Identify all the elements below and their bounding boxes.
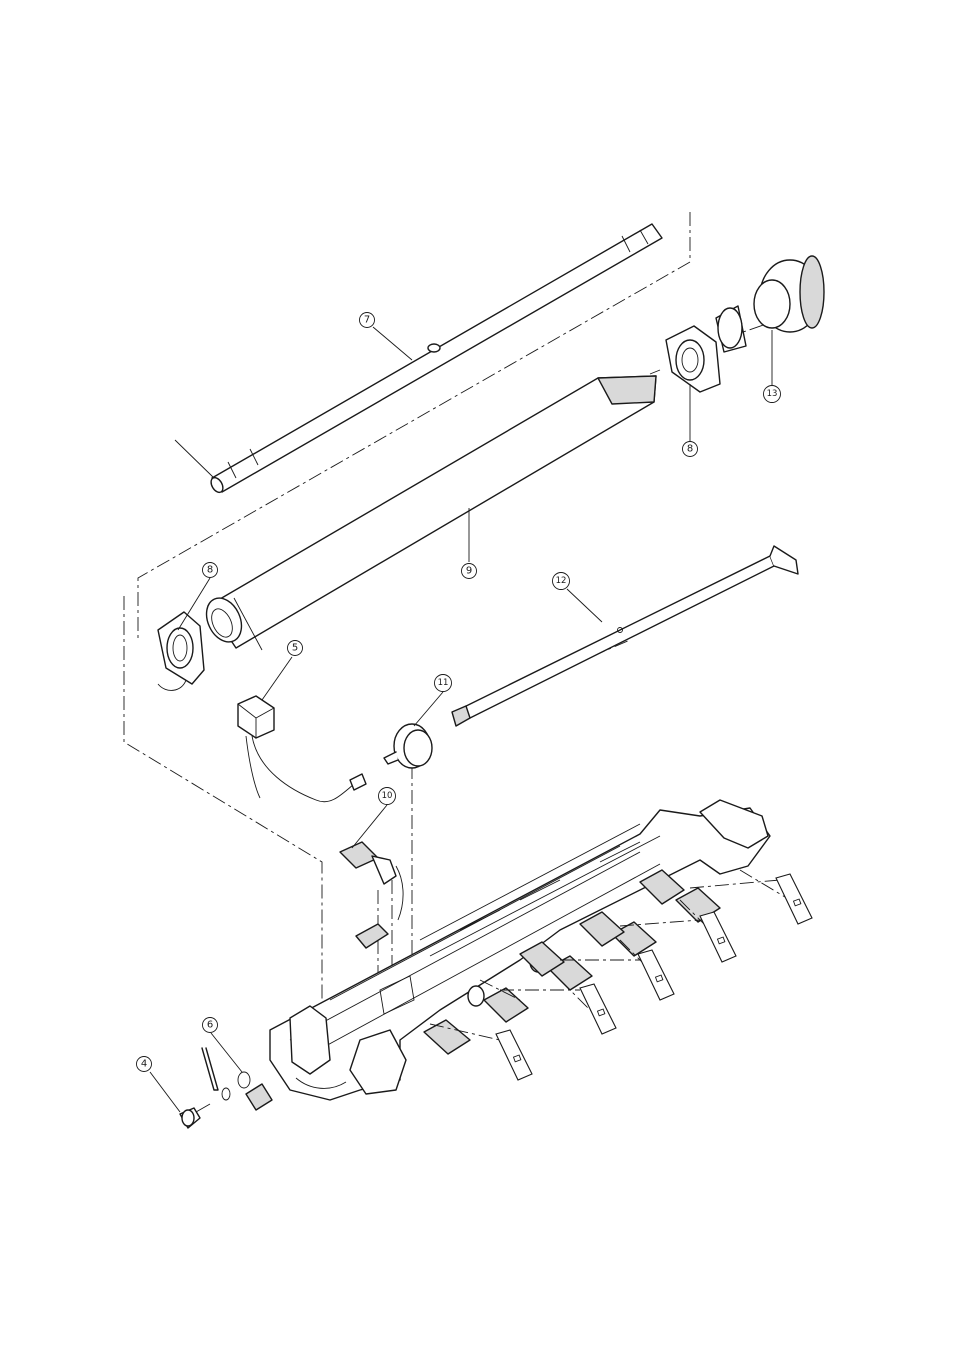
pulley-11	[384, 724, 432, 768]
small-parts-4-6	[180, 1048, 272, 1128]
callout-13: 13	[764, 386, 781, 403]
callout-9-label: 9	[466, 566, 472, 577]
callout-5: 5	[288, 641, 303, 656]
shaft-7	[175, 224, 662, 494]
sensor-5	[238, 696, 366, 802]
clip-10	[340, 842, 403, 948]
callout-6-label: 6	[207, 1020, 213, 1031]
callout-13-label: 13	[767, 389, 778, 399]
callout-6: 6	[203, 1018, 218, 1033]
callout-8-left: 8	[203, 563, 218, 578]
callout-7: 7	[360, 313, 375, 328]
callout-9: 9	[462, 564, 477, 579]
callout-10: 10	[379, 788, 396, 805]
callout-4-label: 4	[141, 1059, 147, 1070]
callout-7-label: 7	[364, 315, 370, 326]
callout-5-label: 5	[292, 643, 298, 654]
callout-8-right-label: 8	[687, 444, 693, 455]
guide-rod-12	[452, 546, 798, 726]
callout-8-right: 8	[683, 442, 698, 457]
callout-10-label: 10	[382, 791, 393, 801]
callout-12-label: 12	[556, 576, 567, 586]
callout-12: 12	[553, 573, 570, 590]
callout-11: 11	[435, 675, 452, 692]
bearing-8-left	[158, 612, 204, 690]
bearing-8-right	[666, 326, 720, 392]
callout-11-label: 11	[438, 678, 449, 688]
callout-8-left-label: 8	[207, 565, 213, 576]
callout-4: 4	[137, 1057, 152, 1072]
gear-13	[716, 256, 824, 352]
